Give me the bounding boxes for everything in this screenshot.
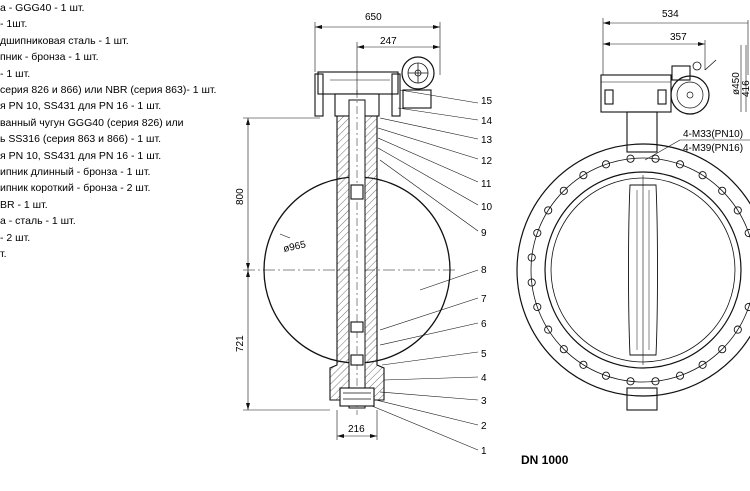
bolt-hole [718, 345, 727, 354]
disc-front [628, 184, 658, 356]
bolt-hole [675, 371, 685, 380]
bolt-hole [651, 377, 660, 386]
bolt-hole [744, 302, 750, 312]
bolt-hole [533, 228, 542, 238]
part-number: 8 [481, 265, 487, 276]
parts-list-item: ипник длинный - бронза - 1 шт. [0, 166, 151, 179]
parts-list: а - GGG40 - 1 шт. - 1шт. дшипниковая ста… [0, 0, 240, 263]
bolt-hole [744, 228, 750, 238]
bolt-hole [601, 371, 611, 380]
flange-outer [516, 143, 750, 397]
dimension-label-bottom-width: 216 [348, 424, 365, 435]
part-number: 13 [481, 135, 493, 146]
parts-list-item: а - GGG40 - 1 шт. [0, 2, 85, 14]
dimension-label-overall-width: 650 [365, 12, 382, 23]
part-number: 2 [481, 421, 487, 432]
parts-list-item: дшипниковая сталь - 1 шт. [0, 34, 129, 47]
valve-neck [626, 111, 658, 153]
dimension-label-gearbox: 357 [670, 32, 687, 43]
bolt-hole [559, 345, 568, 354]
bolt-hole [533, 302, 542, 312]
gearbox-front [600, 74, 672, 113]
parts-list-item: - 1 шт. [0, 67, 31, 80]
part-number: 3 [481, 396, 487, 407]
valve-bore-outer [544, 171, 742, 369]
bolt-hole [626, 154, 635, 163]
handwheel [401, 56, 435, 90]
dimension-label-height-top: 800 [235, 188, 246, 205]
part-number: 1 [481, 446, 487, 457]
bolt-hole [718, 186, 727, 195]
dimension-label-height-bottom: 721 [235, 335, 246, 352]
parts-list-item: я PN 10, SS431 для PN 16 - 1 шт. [0, 149, 162, 162]
parts-list-item: ь SS316 (серия 863 и 866) - 1 шт. [0, 133, 162, 146]
dimension-label-overall-width-front: 534 [662, 9, 679, 20]
flange-bolt-circle [530, 157, 750, 383]
parts-list-item: - 1шт. [0, 18, 28, 31]
bolt-hole [544, 325, 553, 334]
side-section-view [243, 22, 479, 451]
part-number: 11 [481, 179, 492, 190]
bolt-hole [698, 360, 707, 369]
dimension-label-handwheel: 247 [380, 36, 397, 47]
parts-list-item: а - сталь - 1 шт. [0, 215, 76, 228]
bolt-hole [601, 160, 611, 169]
part-number: 5 [481, 349, 487, 360]
dimension-label-disc-diameter: ø965 [282, 239, 307, 255]
part-number: 14 [481, 116, 493, 127]
parts-list-item: т. [0, 248, 7, 261]
bolt-hole [675, 160, 685, 169]
drawing-caption: DN 1000 [521, 453, 569, 467]
part-number: 10 [481, 202, 493, 213]
bolt-hole [651, 154, 660, 163]
front-view [516, 18, 750, 411]
part-number: 7 [481, 294, 487, 305]
part-number-callouts: 15 14 13 12 11 10 9 8 7 6 5 4 3 2 1 [481, 96, 493, 457]
part-number: 12 [481, 156, 493, 167]
bolt-label-pn16: 4-M39(PN16) [683, 143, 743, 154]
gearbox-body [317, 71, 399, 95]
part-number: 15 [481, 96, 493, 107]
parts-list-item: BR - 1 шт. [0, 198, 48, 211]
part-number: 6 [481, 319, 487, 330]
part-number: 4 [481, 373, 487, 384]
bolt-hole [579, 360, 588, 369]
parts-list-item: ипник короткий - бронза - 2 шт. [0, 182, 151, 195]
parts-list-item: ванный чугун GGG40 (серия 826) или [0, 116, 184, 129]
parts-list-item: я PN 10, SS431 для PN 16 - 1 шт. [0, 100, 162, 113]
bolt-holes [527, 154, 750, 386]
dimension-label-gearbox-height: 416 [741, 80, 750, 97]
dimension-label-handwheel-diameter: ø450 [731, 72, 742, 95]
parts-list-item: серия 826 и 866) или NBR (серия 863)- 1 … [0, 84, 217, 97]
bolt-hole [626, 377, 635, 386]
bolt-hole [579, 171, 588, 180]
bolt-hole [527, 253, 536, 262]
part-number: 9 [481, 228, 487, 239]
bolt-label-pn10: 4-M33(PN10) [683, 129, 743, 140]
bolt-hole [733, 206, 742, 215]
parts-list-item: пник - бронза - 1 шт. [0, 51, 99, 64]
bolt-hole [527, 278, 536, 287]
valve-foot [626, 387, 658, 411]
bolt-hole [544, 206, 553, 215]
bolt-hole [698, 171, 707, 180]
parts-list-item: - 2 шт. [0, 231, 31, 244]
bolt-hole [733, 325, 742, 334]
bolt-hole [559, 186, 568, 195]
